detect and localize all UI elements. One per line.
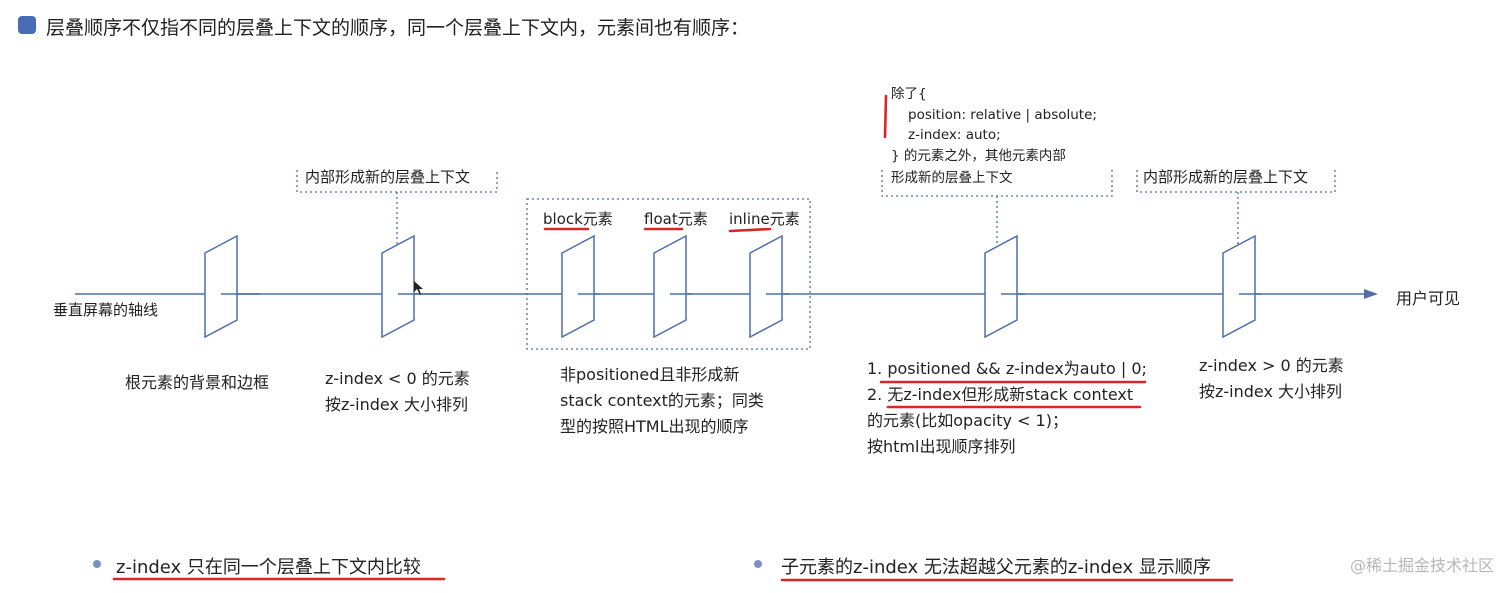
label-inline: inline元素 — [729, 210, 800, 228]
caption-auto-1: 1. positioned && z-index为auto | 0; — [867, 359, 1147, 378]
cursor-icon — [414, 281, 423, 295]
caption-negative-1: z-index < 0 的元素 — [325, 369, 470, 388]
bullet-item-2: 子元素的z-index 无法超越父元素的z-index 显示顺序 — [781, 557, 1211, 578]
except-line-3: z-index: auto; — [908, 127, 1001, 143]
bullet-item-1: z-index 只在同一个层叠上下文内比较 — [116, 557, 421, 578]
bracket-inner-context-2 — [1136, 170, 1336, 193]
watermark: @稀土掘金技术社区 — [1349, 556, 1494, 575]
bullet-dot-icon — [93, 560, 101, 568]
plane-negative — [381, 234, 415, 339]
caption-root: 根元素的背景和边框 — [125, 373, 270, 392]
caption-non-positioned-1: 非positioned且非形成新 — [560, 365, 740, 384]
caption-positive-1: z-index > 0 的元素 — [1199, 356, 1344, 375]
title-marker-icon — [18, 16, 36, 34]
except-line-2: position: relative | absolute; — [908, 107, 1097, 123]
plane-root — [204, 234, 238, 339]
page-title: 层叠顺序不仅指不同的层叠上下文的顺序，同一个层叠上下文内，元素间也有顺序： — [46, 17, 750, 39]
axis-end-label: 用户可见 — [1396, 289, 1461, 308]
caption-auto-2: 2. 无z-index但形成新stack context — [867, 385, 1134, 404]
annotation-inner-context-2: 内部形成新的层叠上下文 — [1143, 168, 1309, 186]
caption-auto-3: 的元素(比如opacity < 1)； — [867, 411, 1068, 430]
except-line-1: 除了{ — [891, 86, 927, 102]
annotation-inner-context-1: 内部形成新的层叠上下文 — [305, 168, 471, 186]
mark-except — [883, 94, 888, 139]
bullet-dot-icon — [754, 560, 762, 568]
plane-float — [653, 234, 687, 339]
caption-auto-4: 按html出现顺序排列 — [867, 437, 1016, 456]
caption-non-positioned-2: stack context的元素；同类 — [560, 391, 764, 410]
except-line-5: 形成新的层叠上下文 — [891, 170, 1013, 186]
axis-label: 垂直屏幕的轴线 — [53, 301, 159, 319]
plane-auto — [984, 234, 1018, 339]
plane-inline — [749, 234, 783, 339]
label-float: float元素 — [644, 210, 708, 228]
group-non-positioned-box — [526, 198, 811, 350]
plane-positive — [1222, 234, 1256, 339]
plane-block — [561, 234, 595, 339]
caption-negative-2: 按z-index 大小排列 — [325, 395, 469, 414]
label-block: block元素 — [543, 210, 613, 228]
except-line-4: } 的元素之外，其他元素内部 — [891, 148, 1066, 164]
underline-inline — [728, 227, 772, 233]
caption-positive-2: 按z-index 大小排列 — [1199, 382, 1343, 401]
caption-non-positioned-3: 型的按照HTML出现的顺序 — [560, 417, 749, 436]
axis-arrow-icon — [1364, 289, 1378, 299]
